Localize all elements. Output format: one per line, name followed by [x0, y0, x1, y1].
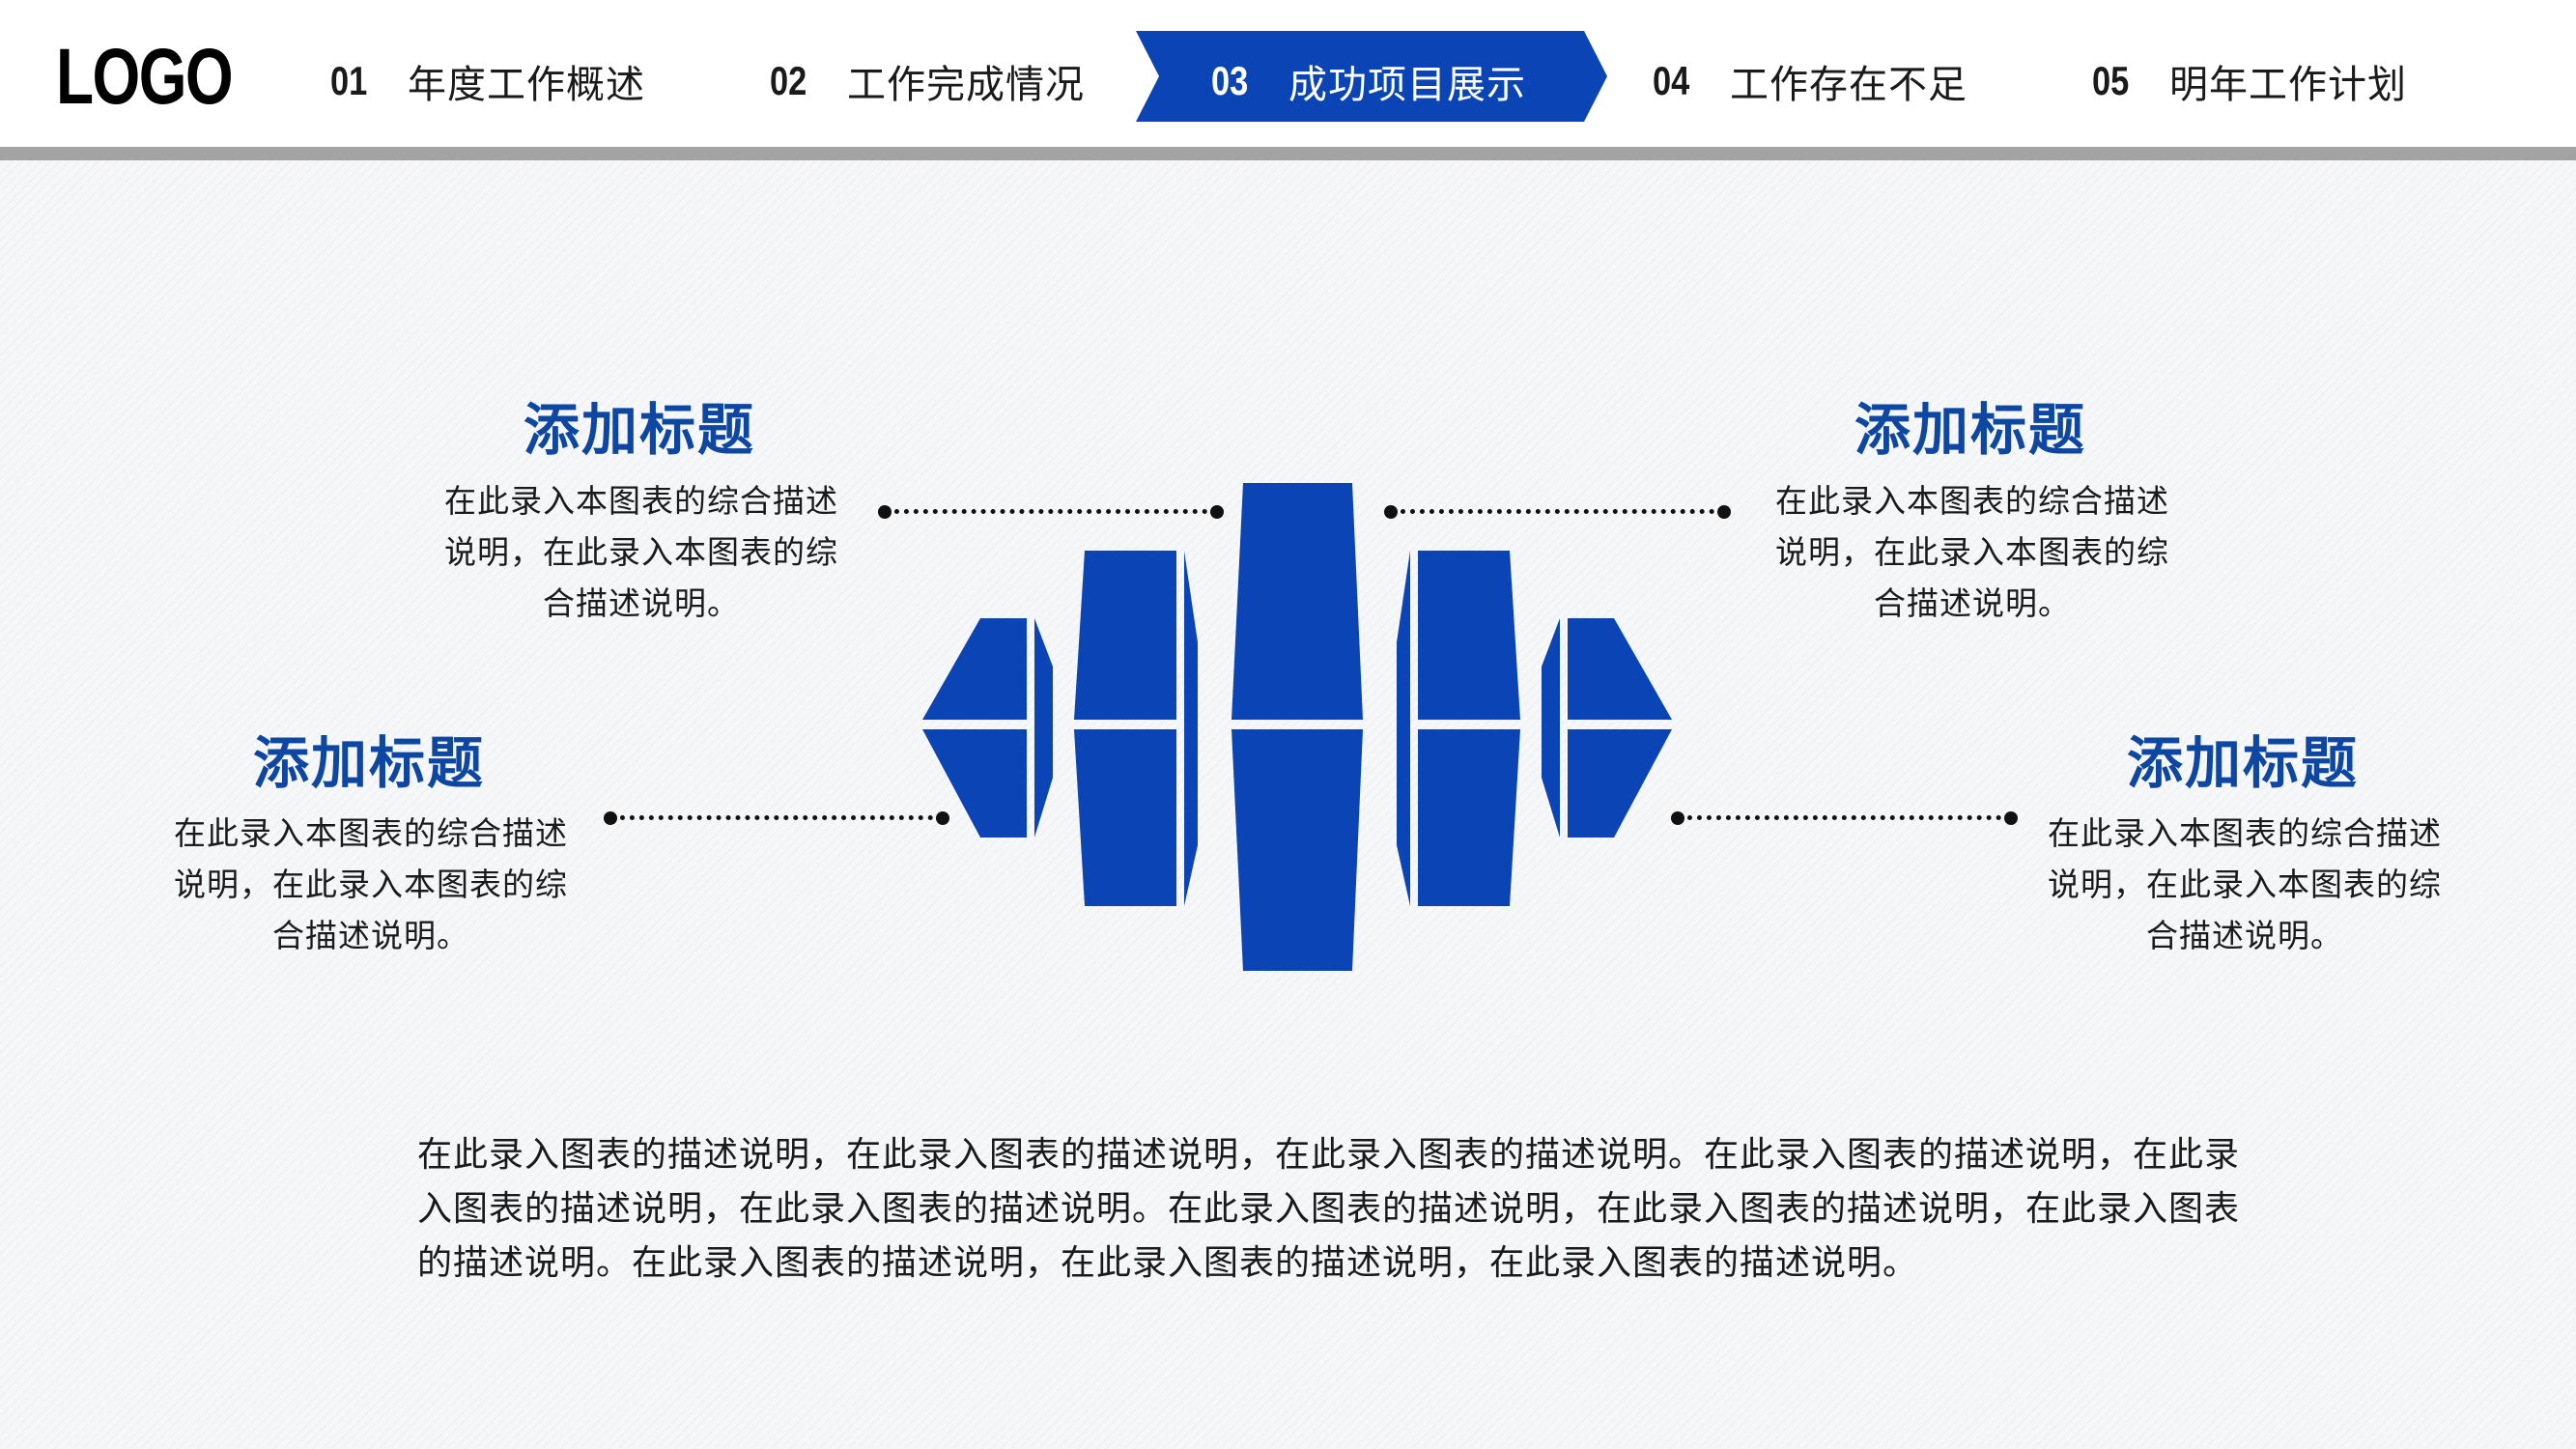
- tab-next-year-plan[interactable]: 05 明年工作计划: [2092, 29, 2407, 133]
- connector-dot: [1384, 505, 1398, 519]
- connector-dot: [936, 811, 949, 825]
- connector-dot: [1210, 505, 1224, 519]
- connector-dot: [878, 505, 892, 519]
- central-block-graphic: [922, 483, 1672, 971]
- connector-dot: [604, 811, 617, 825]
- tab-label: 明年工作计划: [2169, 63, 2407, 107]
- tab-label: 工作完成情况: [847, 63, 1085, 107]
- block-title-bottom-left: 添加标题: [252, 730, 485, 796]
- tab-successful-projects[interactable]: 03 成功项目展示: [1211, 29, 1526, 133]
- block-title-top-left: 添加标题: [523, 397, 755, 463]
- active-tab-background: [1136, 31, 1607, 122]
- tab-number: 03: [1211, 58, 1249, 103]
- tab-number: 04: [1653, 58, 1690, 103]
- block-title-top-right: 添加标题: [1854, 397, 2086, 463]
- tab-shortcomings[interactable]: 04 工作存在不足: [1653, 29, 1967, 133]
- tab-label: 年度工作概述: [408, 63, 645, 107]
- block-desc-top-left: 在此录入本图表的综合描述说明，在此录入本图表的综合描述说明。: [444, 482, 838, 622]
- logo: LOGO: [56, 33, 234, 121]
- tab-work-completion[interactable]: 02 工作完成情况: [770, 29, 1085, 133]
- header-divider: [0, 147, 2576, 160]
- connector-dot: [1717, 505, 1731, 519]
- footer-description: 在此录入图表的描述说明，在此录入图表的描述说明，在此录入图表的描述说明。在此录入…: [417, 1135, 2241, 1283]
- connector-dot: [2004, 811, 2018, 825]
- connector-dot: [1671, 811, 1684, 825]
- block-desc-bottom-left: 在此录入本图表的综合描述说明，在此录入本图表的综合描述说明。: [174, 814, 568, 954]
- tab-label: 成功项目展示: [1288, 63, 1526, 107]
- tab-number: 01: [330, 58, 368, 103]
- connector-bottom-right: [1678, 815, 2011, 824]
- connector-bottom-left: [610, 815, 943, 824]
- tab-label: 工作存在不足: [1730, 63, 1967, 107]
- block-desc-top-right: 在此录入本图表的综合描述说明，在此录入本图表的综合描述说明。: [1775, 482, 2169, 622]
- connector-top-left: [885, 509, 1217, 518]
- block-desc-bottom-right: 在此录入本图表的综合描述说明，在此录入本图表的综合描述说明。: [2048, 814, 2442, 954]
- block-title-bottom-right: 添加标题: [2126, 730, 2359, 796]
- tab-number: 05: [2092, 58, 2130, 103]
- connector-top-right: [1391, 509, 1724, 518]
- tab-annual-overview[interactable]: 01 年度工作概述: [330, 29, 645, 133]
- tab-number: 02: [770, 58, 807, 103]
